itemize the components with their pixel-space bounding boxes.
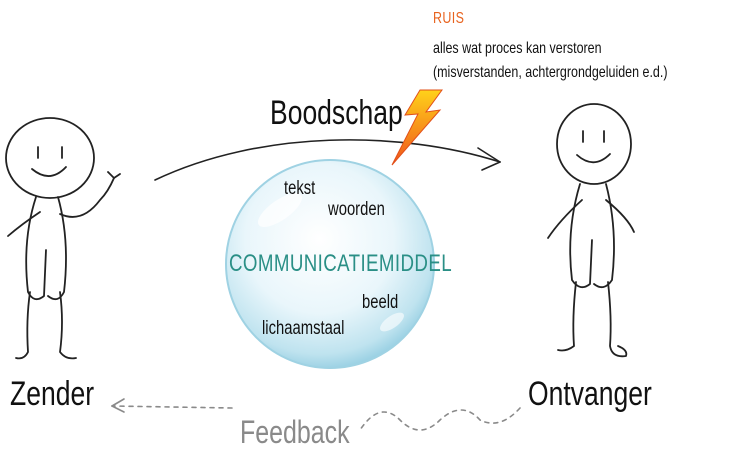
sender-figure: [5, 117, 121, 360]
medium-item-image: beeld: [362, 292, 399, 313]
receiver-label: Ontvanger: [528, 375, 652, 413]
medium-item-words: woorden: [328, 199, 385, 220]
medium-bubble: [225, 159, 435, 369]
feedback-arrow: [111, 405, 521, 431]
feedback-label: Feedback: [240, 414, 350, 450]
medium-item-body-language: lichaamstaal: [262, 318, 345, 339]
lightning-icon: [391, 89, 443, 166]
medium-item-text: tekst: [284, 178, 316, 199]
message-arrow: [154, 139, 501, 181]
sender-label: Zender: [10, 375, 95, 413]
noise-description: alles wat proces kan verstoren (misverst…: [433, 37, 667, 85]
receiver-figure: [547, 103, 635, 358]
noise-title: RUIS: [433, 10, 465, 27]
noise-line-2: (misverstanden, achtergrondgeluiden e.d.…: [433, 64, 668, 81]
feedback-arrowhead: [111, 398, 125, 413]
medium-title: COMMUNICATIEMIDDEL: [229, 250, 452, 277]
noise-line-1: alles wat proces kan verstoren: [433, 40, 602, 57]
message-label: Boodschap: [270, 94, 403, 132]
